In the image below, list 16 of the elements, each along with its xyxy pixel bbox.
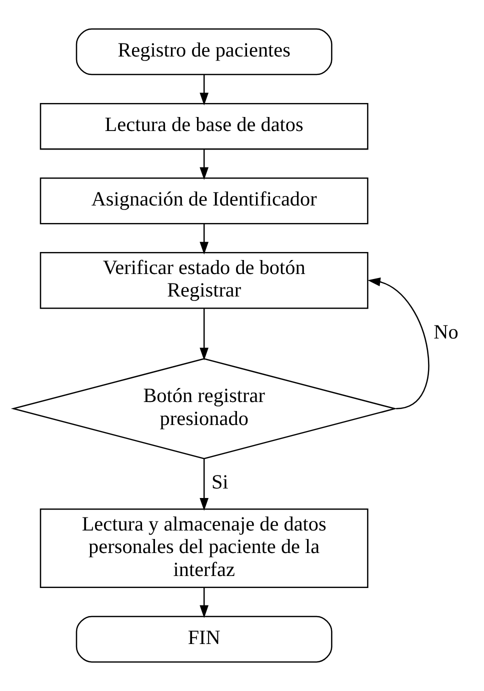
node-box: Verificar estado de botón Registrar [40, 252, 368, 309]
node-box: FIN [76, 616, 332, 663]
edge-label: Si [211, 472, 228, 494]
arrow [200, 588, 209, 618]
edge-label: No [434, 321, 458, 344]
node-box: Registro de pacientes [76, 28, 332, 76]
node-box: Lectura y almacenaje de datos personales del paciente de la interfaz [40, 508, 368, 588]
arrow [368, 277, 430, 410]
arrow [200, 458, 209, 511]
node-box: Lectura de base de datos [40, 102, 368, 150]
arrow [200, 308, 209, 360]
node-box: Asignación de Identificador [40, 177, 368, 224]
arrow [200, 149, 209, 180]
arrow [200, 224, 209, 254]
arrow [200, 74, 209, 106]
node-diamond: Botón registrar presionado [10, 358, 398, 460]
